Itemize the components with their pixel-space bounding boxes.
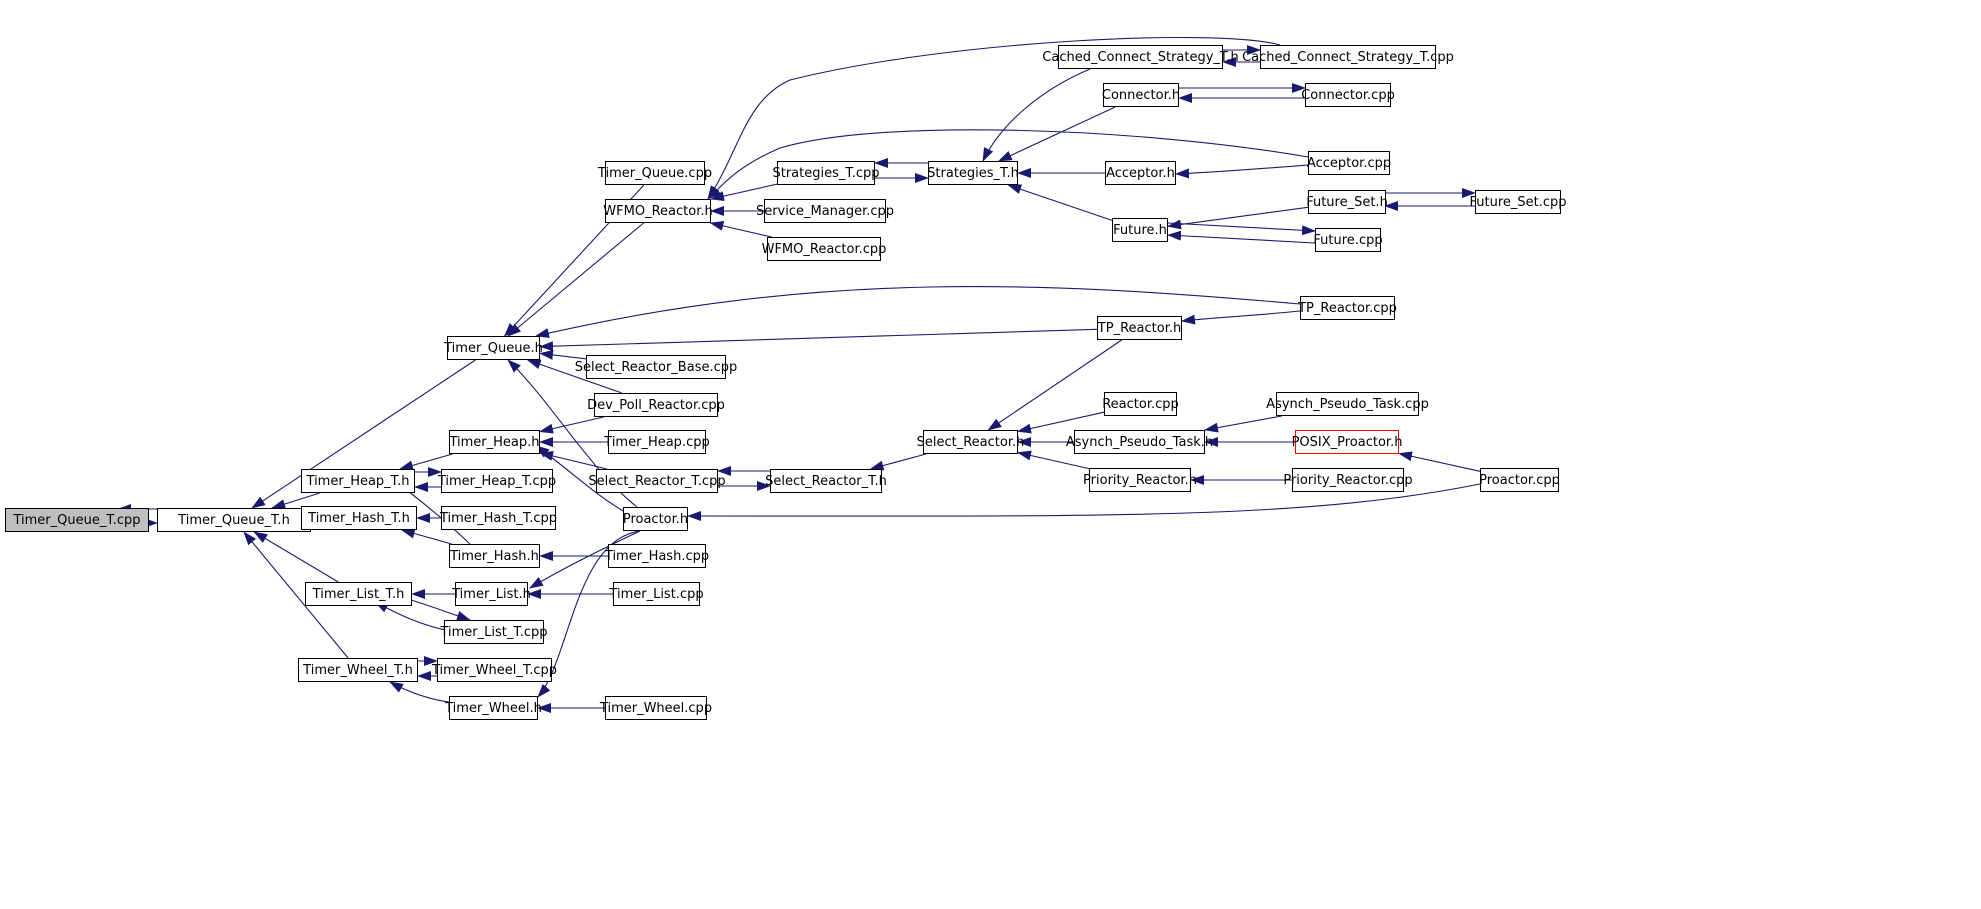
node-reactcpp[interactable]: Reactor.cpp	[1102, 392, 1179, 416]
node-twheelth[interactable]: Timer_Wheel_T.h	[298, 658, 418, 682]
node-svcmgr[interactable]: Service_Manager.cpp	[756, 199, 894, 223]
edge-procpp-to-proh	[687, 483, 1481, 522]
edge-thashh-to-thashth	[400, 528, 452, 545]
edges-layer	[117, 36, 1481, 713]
node-tqcpp[interactable]: Timer_Queue.cpp	[598, 161, 712, 185]
node-proh[interactable]: Proactor.h	[623, 507, 688, 531]
node-theapth[interactable]: Timer_Heap_T.h	[301, 469, 415, 493]
node-twheelh[interactable]: Timer_Wheel.h	[445, 696, 542, 720]
edge-stratcpp-to-wfmoh	[710, 183, 778, 202]
node-prih[interactable]: Priority_Reactor.h	[1083, 468, 1197, 492]
edge-acccpp-to-wfmoh	[707, 129, 1309, 200]
edge-tqh-to-tqth	[251, 359, 476, 509]
node-tqth[interactable]: Timer_Queue_T.h	[157, 508, 311, 532]
edge-acccpp-to-acch	[1175, 164, 1309, 179]
node-srth[interactable]: Select_Reactor_T.h	[765, 469, 887, 493]
edge-devpoll-to-theaph	[539, 416, 604, 434]
node-thashtcpp[interactable]: Timer_Hash_T.cpp	[440, 506, 557, 530]
node-srh[interactable]: Select_Reactor.h	[917, 430, 1024, 454]
node-stratcpp[interactable]: Strategies_T.cpp	[772, 161, 880, 185]
node-fscpp[interactable]: Future_Set.cpp	[1469, 190, 1567, 214]
edge-proh-to-theaph	[535, 445, 626, 513]
edge-procpp-to-posixh	[1398, 451, 1481, 472]
node-tlisth[interactable]: Timer_List.h	[452, 582, 531, 606]
edge-tlisttcpp-to-tlistth	[374, 601, 451, 632]
edge-wfmocpp-to-wfmoh	[709, 221, 772, 238]
node-srbase[interactable]: Select_Reactor_Base.cpp	[575, 355, 737, 379]
edge-aptcpp-to-apth	[1204, 415, 1282, 433]
node-conncpp[interactable]: Connector.cpp	[1301, 83, 1395, 107]
edge-ccsth-to-strath	[982, 68, 1091, 162]
node-thashcpp[interactable]: Timer_Hash.cpp	[605, 544, 709, 568]
node-pricpp[interactable]: Priority_Reactor.cpp	[1283, 468, 1413, 492]
edge-tprecpp-to-tqh	[535, 286, 1301, 338]
edge-srbase-to-tqh	[539, 349, 587, 360]
node-devpoll[interactable]: Dev_Poll_Reactor.cpp	[587, 393, 725, 417]
node-apth[interactable]: Asynch_Pseudo_Task.h	[1066, 430, 1213, 454]
edge-prih-to-srh	[1017, 450, 1090, 470]
node-procpp[interactable]: Proactor.cpp	[1479, 468, 1560, 492]
edge-fsh-to-futh	[1167, 206, 1309, 230]
node-acccpp[interactable]: Acceptor.cpp	[1307, 151, 1391, 175]
node-futcpp[interactable]: Future.cpp	[1313, 228, 1383, 252]
edge-tprecpp-to-tpreh	[1181, 310, 1301, 325]
node-posixh[interactable]: POSIX_Proactor.h	[1292, 430, 1402, 454]
edge-srh-to-srth	[869, 453, 927, 471]
edge-proh-to-tlisth	[529, 530, 641, 589]
edge-tpreh-to-srh	[987, 339, 1123, 431]
node-twheelcpp[interactable]: Timer_Wheel.cpp	[600, 696, 712, 720]
edge-tpreh-to-tqh	[539, 328, 1098, 352]
node-aptcpp[interactable]: Asynch_Pseudo_Task.cpp	[1266, 392, 1429, 416]
node-ccstcpp[interactable]: Cached_Connect_Strategy_T.cpp	[1242, 45, 1454, 69]
edge-devpoll-to-tqh	[526, 359, 622, 394]
node-acch[interactable]: Acceptor.h	[1105, 161, 1176, 185]
node-twheeltcpp[interactable]: Timer_Wheel_T.cpp	[432, 658, 557, 682]
node-futh[interactable]: Future.h	[1112, 218, 1168, 242]
node-tlisttcpp[interactable]: Timer_List_T.cpp	[440, 620, 548, 644]
node-thashth[interactable]: Timer_Hash_T.h	[301, 506, 417, 530]
node-wfmocpp[interactable]: WFMO_Reactor.cpp	[762, 237, 886, 261]
edge-theaph-to-theapth	[399, 453, 453, 471]
node-theapcpp[interactable]: Timer_Heap.cpp	[604, 430, 710, 454]
node-thashh[interactable]: Timer_Hash.h	[449, 544, 540, 568]
node-tqh[interactable]: Timer_Queue.h	[444, 336, 543, 360]
edge-ccstcpp-to-wfmoh	[707, 36, 1281, 200]
edge-futh-to-futcpp	[1167, 222, 1316, 236]
edge-srtcpp-to-theaph	[539, 451, 608, 470]
edge-tlistth-to-tqth	[253, 531, 339, 583]
edge-reactcpp-to-srh	[1017, 411, 1105, 434]
edge-theapth-to-tqth	[271, 492, 320, 509]
edge-wfmoh-to-tqh	[507, 222, 644, 337]
node-fsh[interactable]: Future_Set.h	[1306, 190, 1388, 214]
node-tlistcpp[interactable]: Timer_List.cpp	[609, 582, 704, 606]
node-theaptcpp[interactable]: Timer_Heap_T.cpp	[438, 469, 556, 493]
edge-futh-to-strath	[1007, 184, 1113, 221]
node-srtcpp[interactable]: Select_Reactor_T.cpp	[588, 469, 726, 493]
node-strath[interactable]: Strategies_T.h	[927, 161, 1019, 185]
node-wfmoh[interactable]: WFMO_Reactor.h	[603, 199, 713, 223]
edge-connh-to-strath	[997, 106, 1116, 162]
node-tqtcpp[interactable]: Timer_Queue_T.cpp	[5, 508, 149, 532]
edge-twheelh-to-twheelth	[389, 681, 456, 704]
edge-twheelth-to-tqth	[243, 531, 349, 659]
node-ccsth[interactable]: Cached_Connect_Strategy_T.h	[1042, 45, 1239, 69]
node-connh[interactable]: Connector.h	[1102, 83, 1180, 107]
node-theaph[interactable]: Timer_Heap.h	[449, 430, 540, 454]
node-tpreh[interactable]: TP_Reactor.h	[1097, 316, 1182, 340]
edge-futcpp-to-futh	[1167, 230, 1316, 244]
node-tprecpp[interactable]: TP_Reactor.cpp	[1298, 296, 1397, 320]
node-tlistth[interactable]: Timer_List_T.h	[305, 582, 412, 606]
